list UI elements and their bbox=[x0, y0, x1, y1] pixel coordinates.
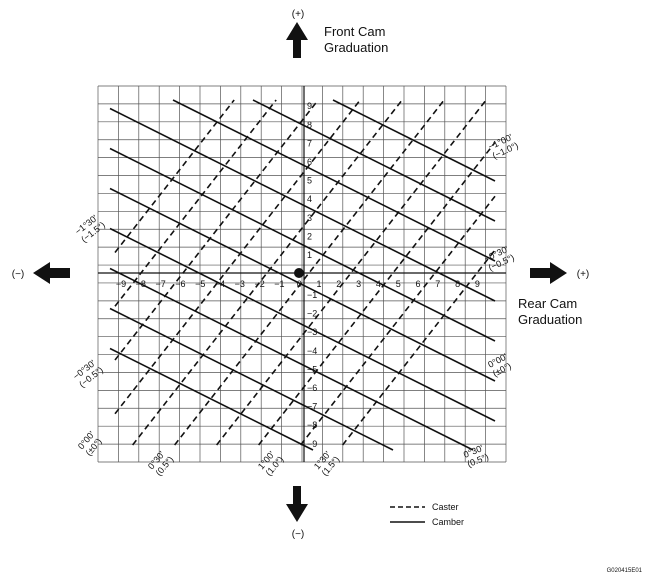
caster-lines bbox=[114, 99, 496, 446]
caster-line bbox=[257, 141, 496, 446]
x-tick-label: 2 bbox=[336, 279, 341, 289]
x-tick-label: −7 bbox=[155, 279, 165, 289]
y-tick-label: −4 bbox=[307, 346, 317, 356]
caster-line bbox=[114, 99, 319, 361]
camber-legend-label: Camber bbox=[432, 517, 464, 527]
front-cam-title: Front Cam Graduation bbox=[324, 24, 389, 55]
x-tick-label: −3 bbox=[235, 279, 245, 289]
line-label: 0°00' (±0°) bbox=[76, 429, 104, 458]
camber-line bbox=[109, 107, 496, 302]
line-label: −0°30' (−0.5°) bbox=[483, 244, 516, 273]
y-tick-label: 5 bbox=[307, 176, 312, 186]
y-tick-label: 9 bbox=[307, 101, 312, 111]
left-arrow-icon bbox=[33, 262, 70, 284]
x-tick-label: 8 bbox=[455, 279, 460, 289]
right-arrow-icon bbox=[530, 262, 567, 284]
origin-dot bbox=[294, 268, 304, 278]
left-sign-label: (−) bbox=[12, 269, 25, 280]
camber-lines bbox=[109, 99, 496, 451]
y-tick-label: −1 bbox=[307, 290, 317, 300]
rear-cam-title: Rear Cam Graduation bbox=[518, 296, 583, 327]
x-tick-label: −8 bbox=[136, 279, 146, 289]
right-sign-label: (+) bbox=[577, 269, 590, 280]
caster-line bbox=[131, 99, 403, 446]
x-tick-label: 4 bbox=[376, 279, 381, 289]
x-tick-label: −2 bbox=[254, 279, 264, 289]
camber-line bbox=[109, 307, 394, 451]
camber-line bbox=[332, 99, 496, 182]
camber-line bbox=[109, 347, 314, 451]
caster-line bbox=[341, 249, 496, 446]
caster-line bbox=[114, 99, 235, 254]
x-tick-label: −5 bbox=[195, 279, 205, 289]
x-tick-label: 1 bbox=[316, 279, 321, 289]
camber-line bbox=[109, 187, 496, 382]
graduation-grid bbox=[97, 85, 507, 463]
x-tick-label: 6 bbox=[415, 279, 420, 289]
y-tick-label: 1 bbox=[307, 250, 312, 260]
line-label: −1°30' (−1.5°) bbox=[73, 213, 107, 245]
camber-line bbox=[109, 227, 496, 422]
x-tick-label: −4 bbox=[215, 279, 225, 289]
line-label: −0°30' (−0.5°) bbox=[71, 358, 105, 390]
caster-line bbox=[114, 99, 277, 307]
up-arrow-icon bbox=[286, 22, 308, 58]
line-label: 0°30' (0.5°) bbox=[146, 449, 176, 478]
x-tick-label: 3 bbox=[356, 279, 361, 289]
camber-line bbox=[109, 147, 496, 342]
line-label: 1°30' (1.5°) bbox=[312, 449, 342, 478]
y-tick-label: −6 bbox=[307, 383, 317, 393]
y-tick-label: −9 bbox=[307, 439, 317, 449]
caster-line bbox=[173, 99, 445, 446]
y-tick-label: 3 bbox=[307, 213, 312, 223]
x-tick-label: −1 bbox=[274, 279, 284, 289]
x-tick-label: 5 bbox=[396, 279, 401, 289]
caster-line bbox=[299, 195, 496, 446]
x-tick-label: −9 bbox=[116, 279, 126, 289]
x-tick-labels: −9 −8 −7 −6 −5 −4 −3 −2 −1 0 1 2 3 4 5 6 7 8 9 bbox=[116, 279, 480, 289]
y-tick-label: 8 bbox=[307, 120, 312, 130]
y-tick-label: 4 bbox=[307, 194, 312, 204]
y-tick-label: 7 bbox=[307, 138, 312, 148]
x-tick-label: −6 bbox=[175, 279, 185, 289]
camber-line bbox=[109, 267, 474, 451]
x-tick-label: 9 bbox=[475, 279, 480, 289]
x-tick-label: 0 bbox=[297, 279, 302, 289]
camber-line bbox=[172, 99, 496, 262]
y-tick-label: −7 bbox=[307, 402, 317, 412]
line-label: 0°00' (±0°) bbox=[486, 351, 513, 378]
y-tick-label: −5 bbox=[307, 364, 317, 374]
y-tick-label: 6 bbox=[307, 157, 312, 167]
camber-line bbox=[252, 99, 496, 222]
y-tick-label: −8 bbox=[307, 420, 317, 430]
y-tick-label: −3 bbox=[307, 327, 317, 337]
x-tick-label: 7 bbox=[435, 279, 440, 289]
y-tick-label: 2 bbox=[307, 231, 312, 241]
down-arrow-icon bbox=[286, 486, 308, 522]
figure-code: G020415E01 bbox=[607, 568, 643, 574]
y-tick-labels: 1 2 3 4 5 6 7 8 9 −1 −2 −3 −4 −5 −6 −7 −8 −9 bbox=[307, 101, 317, 449]
line-label: −1°00' (−1.0°) bbox=[487, 132, 520, 161]
caster-legend-label: Caster bbox=[432, 502, 459, 512]
y-tick-label: −2 bbox=[307, 309, 317, 319]
caster-line bbox=[114, 99, 361, 415]
line-label: 1°00' (1.0°) bbox=[256, 449, 286, 478]
caster-line bbox=[215, 99, 487, 446]
bottom-sign-label: (−) bbox=[292, 529, 305, 540]
top-sign-label: (+) bbox=[292, 9, 305, 20]
